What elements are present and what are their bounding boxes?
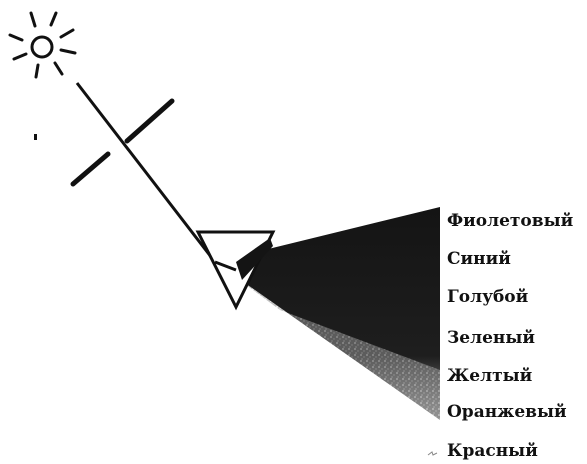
label-violet: Фиолетовый xyxy=(447,213,573,230)
slit-upper xyxy=(127,101,172,141)
dot-mark xyxy=(34,134,37,140)
label-blue: Синий xyxy=(447,251,511,268)
label-yellow: Желтый xyxy=(447,368,532,385)
label-red: Красный xyxy=(447,443,538,460)
red-stray-mark xyxy=(428,452,437,455)
label-orange: Оранжевый xyxy=(447,404,567,421)
slit-lower xyxy=(73,154,108,184)
label-green: Зеленый xyxy=(447,330,535,347)
sun-icon xyxy=(10,13,75,77)
sun-disc xyxy=(32,37,52,57)
label-cyan: Голубой xyxy=(447,289,528,306)
light-ray xyxy=(77,83,215,262)
